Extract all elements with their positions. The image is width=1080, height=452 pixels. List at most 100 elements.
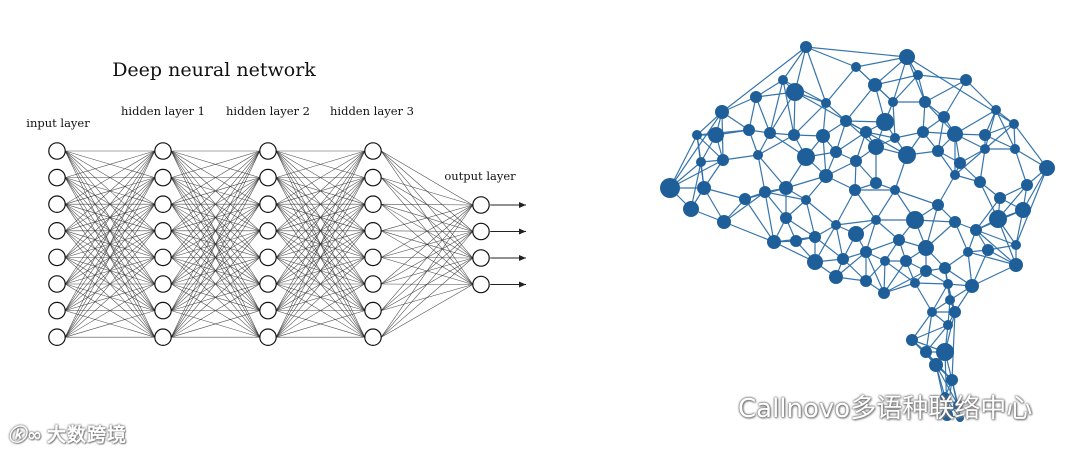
layer-label-hidden-2: hidden layer 2 <box>226 104 310 118</box>
brain-edge <box>854 189 877 221</box>
brain-edge <box>805 199 816 238</box>
brain-edge <box>1022 167 1048 211</box>
brain-edge <box>875 189 896 221</box>
brain-node <box>871 215 881 225</box>
brain-edge <box>805 199 837 226</box>
brain-edge <box>1014 148 1028 186</box>
brain-node <box>1010 144 1020 154</box>
brain-node <box>767 235 781 249</box>
wechat-icon <box>691 392 728 419</box>
brain-node <box>932 145 944 157</box>
connection-line <box>381 203 473 206</box>
hidden-node <box>259 275 277 293</box>
brain-node <box>821 98 831 108</box>
brain-edge <box>951 311 956 381</box>
brain-edge <box>975 197 1001 231</box>
brain-node <box>876 113 894 131</box>
connection-line <box>381 257 473 338</box>
brain-node <box>938 111 950 123</box>
brain-edge <box>757 134 795 156</box>
input-node <box>48 248 66 267</box>
connection-line <box>275 204 366 338</box>
brain-edge <box>894 189 939 206</box>
brain-node <box>1039 160 1055 176</box>
brain-node <box>753 150 763 160</box>
brain-edge <box>669 111 723 189</box>
brain-edge <box>892 74 919 103</box>
connection-line <box>380 231 474 338</box>
connection-line <box>170 150 261 285</box>
brain-node <box>974 176 986 188</box>
hidden-node <box>259 222 277 240</box>
brain-node <box>899 49 915 65</box>
input-node <box>48 222 66 240</box>
brain-edge <box>935 364 959 406</box>
brain-node <box>831 220 841 230</box>
watermark-logo-icon: ⓚ∞ <box>8 424 43 446</box>
output-node <box>472 196 490 214</box>
brain-node <box>982 244 994 256</box>
brain-node <box>797 148 815 166</box>
brain-edge <box>855 56 908 68</box>
brain-node <box>717 154 729 166</box>
brain-node <box>949 216 961 228</box>
brain-node <box>953 400 963 410</box>
connection-lines <box>64 150 474 338</box>
brain-edge <box>975 229 1017 266</box>
connection-line <box>381 284 473 338</box>
connection-line <box>64 150 156 285</box>
brain-node <box>819 169 833 183</box>
output-node <box>472 222 490 241</box>
brain-node <box>837 253 849 265</box>
brain-edge <box>690 161 702 210</box>
brain-node <box>800 41 812 53</box>
connection-line <box>171 283 260 338</box>
connection-line <box>275 150 366 311</box>
brain-node <box>918 240 934 256</box>
brain-node <box>890 133 900 143</box>
connection-line <box>170 150 261 338</box>
connection-line <box>171 150 260 205</box>
connection-line <box>64 204 156 338</box>
connection-line <box>276 150 365 232</box>
brain-edge <box>1015 167 1048 246</box>
input-node <box>48 168 66 187</box>
connection-line <box>65 150 155 232</box>
brain-node <box>717 215 731 229</box>
brain-node <box>898 146 916 164</box>
input-node <box>48 328 66 346</box>
connection-line <box>65 283 155 338</box>
connection-line <box>275 177 366 338</box>
brain-edge <box>954 148 986 176</box>
hidden-node <box>259 248 277 267</box>
input-node <box>48 195 66 213</box>
connection-line <box>64 177 156 338</box>
brain-edge <box>845 84 876 122</box>
hidden-node <box>259 328 277 346</box>
brain-edge <box>914 282 933 313</box>
brain-node <box>696 157 706 167</box>
connection-line <box>276 257 365 338</box>
brain-edge <box>971 264 1017 287</box>
brain-node <box>1011 240 1021 250</box>
connection-line <box>65 150 155 205</box>
hidden-node <box>259 168 277 187</box>
brain-edge <box>835 131 867 153</box>
connection-line <box>64 150 156 338</box>
layer-label-hidden-3: hidden layer 3 <box>330 104 414 118</box>
brain-edge <box>943 79 967 118</box>
brain-node <box>697 181 711 195</box>
brain-node <box>786 83 804 101</box>
connection-line <box>381 204 473 232</box>
brain-edge <box>835 189 856 226</box>
brain-node <box>788 129 800 141</box>
brain-edge <box>723 221 775 243</box>
brain-node <box>870 177 882 189</box>
connection-line <box>65 150 155 178</box>
brain-node <box>868 78 882 92</box>
connection-line <box>276 150 365 178</box>
brain-edge <box>914 282 949 285</box>
connection-line <box>65 310 155 338</box>
brain-node <box>989 210 1007 228</box>
